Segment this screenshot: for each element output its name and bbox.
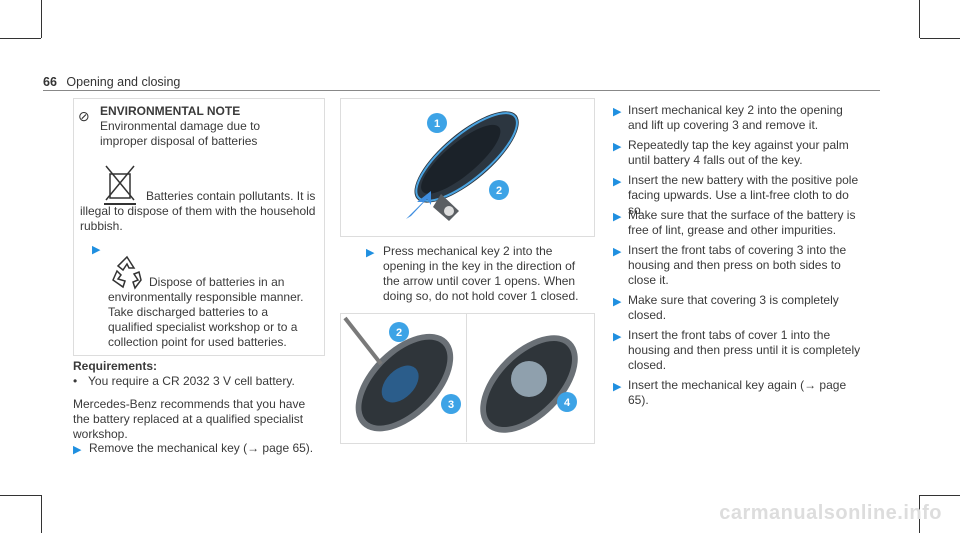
step-arrow-icon: ▶ bbox=[613, 381, 622, 393]
callout-3: 3 bbox=[448, 399, 454, 411]
step-4: Make sure that the surface of the batter… bbox=[628, 208, 856, 237]
key-illustration-1: 1 2 bbox=[341, 99, 592, 234]
step-arrow-icon: ▶ bbox=[613, 331, 622, 343]
key-illustration-2: 2 3 bbox=[341, 314, 466, 441]
step-arrow-icon: ▶ bbox=[613, 141, 622, 153]
callout-2: 2 bbox=[396, 327, 402, 339]
section-title: Opening and closing bbox=[66, 75, 181, 89]
vertical-divider bbox=[466, 313, 467, 442]
crop-mark bbox=[0, 495, 41, 496]
env-note-heading: ENVIRONMENTAL NOTE bbox=[100, 104, 241, 118]
step-arrow-icon: ▶ bbox=[613, 211, 622, 223]
arrow-ref-icon: → bbox=[247, 441, 263, 455]
header-rule bbox=[43, 90, 880, 91]
callout-2: 2 bbox=[496, 185, 502, 197]
remove-key-step: Remove the mechanical key (→ page 65). bbox=[89, 441, 319, 456]
crop-mark bbox=[919, 495, 920, 533]
page-number: 66 bbox=[43, 75, 57, 89]
key-illustration-3: 4 bbox=[467, 314, 592, 441]
requirements-title: Requirements: bbox=[73, 359, 158, 373]
requirements-bullet: • bbox=[73, 374, 78, 388]
crop-mark bbox=[41, 495, 42, 533]
battery-disposal-icon bbox=[100, 162, 140, 206]
requirements-paragraph: Mercedes-Benz recommends that you have t… bbox=[73, 397, 306, 441]
step-arrow-icon: ▶ bbox=[366, 247, 375, 259]
key-image-box-2 bbox=[340, 313, 595, 444]
step-arrow-icon: ▶ bbox=[613, 246, 622, 258]
step-8: Insert the mechanical key again (→ page … bbox=[628, 378, 847, 407]
crop-mark bbox=[919, 0, 920, 38]
step-arrow-icon: ▶ bbox=[613, 106, 622, 118]
step-5: Insert the front tabs of covering 3 into… bbox=[628, 243, 847, 287]
recycle-icon bbox=[108, 254, 146, 290]
page-reference-link[interactable]: page 65). bbox=[262, 441, 314, 455]
step-arrow-icon: ▶ bbox=[73, 444, 82, 456]
page-header: 66 Opening and closing bbox=[43, 75, 180, 89]
requirements-item: You require a CR 2032 3 V cell battery. bbox=[88, 374, 295, 388]
step-arrow-icon: ▶ bbox=[92, 244, 101, 256]
step-2: Repeatedly tap the key against your palm… bbox=[628, 138, 849, 167]
step-6: Make sure that covering 3 is completely … bbox=[628, 293, 839, 322]
crop-mark bbox=[920, 495, 960, 496]
step-3: Insert the new battery with the positive… bbox=[628, 173, 859, 217]
env-note-title: ENVIRONMENTAL NOTE Environmental damage … bbox=[100, 104, 310, 149]
step-1: Insert mechanical key 2 into the opening… bbox=[628, 103, 843, 132]
key-image-box-1 bbox=[340, 98, 595, 237]
step-7: Insert the front tabs of cover 1 into th… bbox=[628, 328, 861, 372]
step-arrow-icon: ▶ bbox=[613, 296, 622, 308]
crop-mark bbox=[920, 38, 960, 39]
leaf-icon: ⊘ bbox=[78, 108, 90, 124]
callout-1: 1 bbox=[434, 118, 440, 130]
crop-mark bbox=[0, 38, 41, 39]
env-note-subtitle: Environmental damage due to improper dis… bbox=[100, 119, 261, 148]
crop-mark bbox=[41, 0, 42, 38]
watermark: carmanualsonline.info bbox=[719, 502, 942, 524]
environmental-note-box bbox=[73, 98, 325, 356]
remove-key-text: Remove the mechanical key ( bbox=[89, 441, 248, 455]
env-note-body-1: Batteries contain pollutants. It is ille… bbox=[80, 189, 316, 233]
env-note-body-2: Dispose of batteries in an environmental… bbox=[108, 275, 304, 349]
step-arrow-icon: ▶ bbox=[613, 176, 622, 188]
callout-4: 4 bbox=[564, 397, 571, 409]
press-key-step: Press mechanical key 2 into the opening … bbox=[383, 244, 579, 303]
